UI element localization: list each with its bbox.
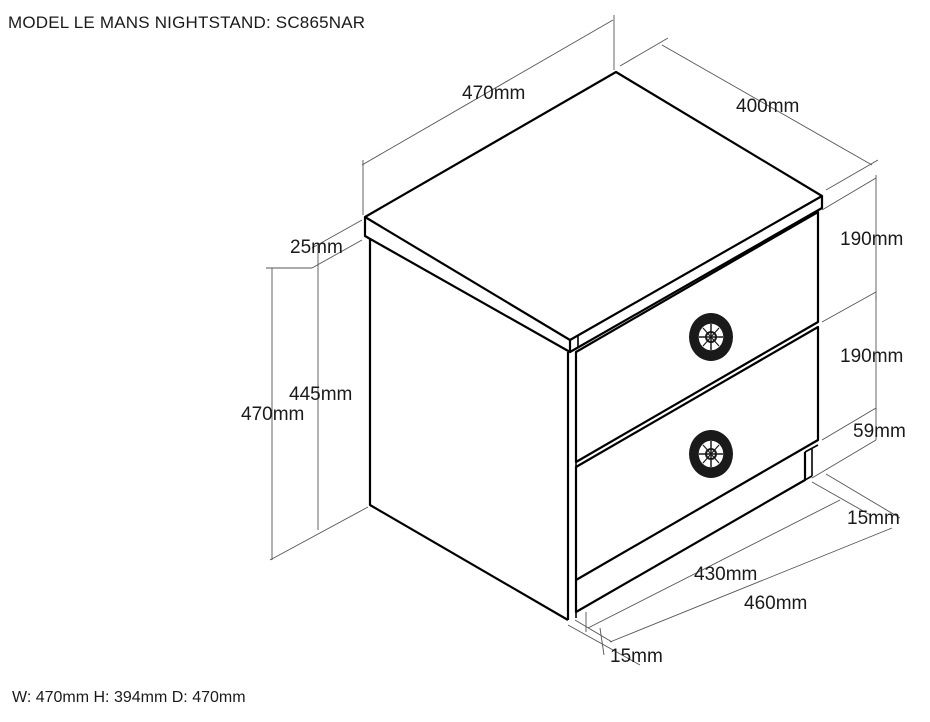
page-title: MODEL LE MANS NIGHTSTAND: SC865NAR: [8, 13, 366, 32]
dim-plinth-width: 430mm: [694, 564, 757, 585]
dim-top-depth: 400mm: [736, 96, 799, 117]
overall-dimensions-caption: W: 470mm H: 394mm D: 470mm: [12, 689, 246, 706]
dimension-lines: [266, 15, 901, 666]
dim-top-width: 470mm: [462, 83, 525, 104]
dim-plinth: 59mm: [853, 421, 906, 442]
dim-side-offset-right: 15mm: [847, 508, 900, 529]
tyre-wheel-handle-icon[interactable]: [689, 430, 733, 478]
top-edge: [363, 196, 824, 354]
upper-drawer-front: [574, 210, 820, 464]
lower-drawer-front: [574, 325, 820, 582]
nightstand-body: [363, 70, 824, 621]
side-panel: [368, 239, 569, 621]
dim-overall-height: 470mm: [241, 404, 304, 425]
plinth: [574, 452, 807, 614]
dim-inner-height: 445mm: [289, 384, 352, 405]
dim-side-offset-front: 15mm: [610, 646, 663, 667]
tyre-wheel-handle-icon[interactable]: [689, 313, 733, 361]
dim-drawer-lower: 190mm: [840, 346, 903, 367]
dim-body-width: 460mm: [744, 593, 807, 614]
dim-top-thickness: 25mm: [290, 237, 343, 258]
dim-drawer-upper: 190mm: [840, 229, 903, 250]
